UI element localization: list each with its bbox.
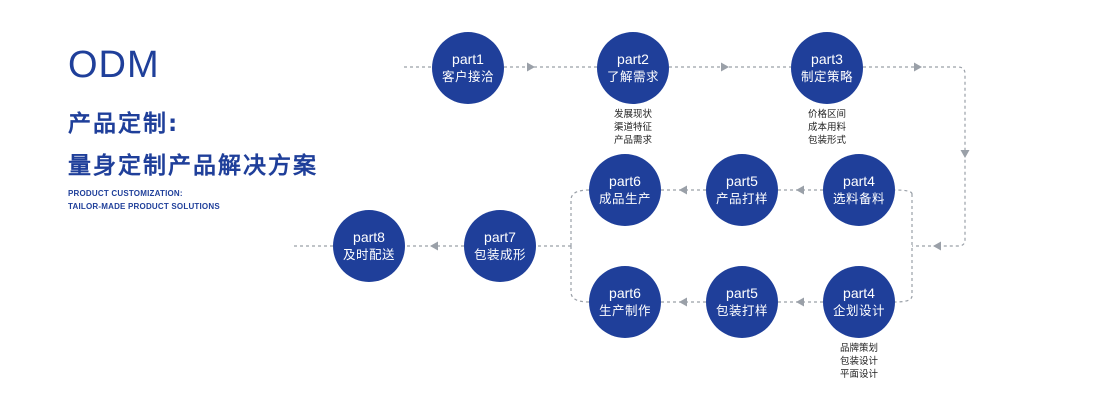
step-node-part2: part2 了解需求: [597, 32, 669, 104]
step-title: 生产制作: [598, 303, 651, 318]
subtitle-line-2: 量身定制产品解决方案: [68, 153, 318, 179]
step-title: 了解需求: [606, 69, 659, 84]
note-item: 渠道特征: [613, 122, 652, 133]
step-part-label: part4: [843, 173, 875, 189]
note-item: 包装形式: [807, 135, 846, 146]
step-title: 包装打样: [715, 303, 768, 318]
arrow-part5b-part6b: [679, 297, 687, 307]
step-title: 及时配送: [342, 247, 395, 262]
page-title: ODM: [68, 44, 160, 86]
step-part-label: part1: [452, 51, 484, 67]
connector-branch-bottom-in: [894, 295, 913, 303]
connector-merge-top: [570, 189, 590, 246]
step-title: 包装成形: [473, 247, 526, 262]
step-node-part6-production: part6 成品生产: [589, 154, 661, 226]
step-part-label: part6: [609, 173, 641, 189]
subtitle-line-1: 产品定制:: [68, 111, 180, 137]
arrow-part4b-part5b: [796, 297, 804, 307]
note-item: 平面设计: [839, 369, 878, 380]
connector-part3-bend: [863, 66, 966, 247]
note-item: 包装设计: [839, 356, 878, 367]
step-part-label: part8: [353, 229, 385, 245]
english-subtitle-line-1: PRODUCT CUSTOMIZATION:: [68, 189, 183, 198]
step-node-part6-manufacture: part6 生产制作: [589, 266, 661, 338]
step-node-part5-sample: part5 产品打样: [706, 154, 778, 226]
arrow-right-down: [960, 150, 970, 158]
note-item: 价格区间: [807, 109, 846, 120]
step-node-part4-material: part4 选料备料: [823, 154, 895, 226]
step-part-label: part7: [484, 229, 516, 245]
note-item: 品牌策划: [839, 343, 878, 354]
english-subtitle-line-2: TAILOR-MADE PRODUCT SOLUTIONS: [68, 202, 220, 211]
step-part-label: part6: [609, 285, 641, 301]
step-node-part1: part1 客户接洽: [432, 32, 504, 104]
step-notes-part2: 发展现状 渠道特征 产品需求: [583, 108, 683, 147]
arrow-part3-out: [914, 62, 922, 72]
note-item: 成本用料: [807, 122, 846, 133]
step-node-part3: part3 制定策略: [791, 32, 863, 104]
step-title: 客户接洽: [441, 69, 494, 84]
arrow-part5a-part6a: [679, 185, 687, 195]
step-title: 成品生产: [598, 191, 651, 206]
arrow-part7-part8: [430, 241, 438, 251]
step-notes-part3: 价格区间 成本用料 包装形式: [777, 108, 877, 147]
step-part-label: part5: [726, 285, 758, 301]
step-title: 选料备料: [832, 191, 885, 206]
step-part-label: part4: [843, 285, 875, 301]
step-title: 制定策略: [800, 69, 853, 84]
note-item: 发展现状: [613, 109, 652, 120]
note-item: 产品需求: [613, 135, 652, 146]
connector-branch-right: [911, 194, 937, 296]
connector-branch-top-in: [894, 189, 913, 195]
step-notes-part4-design: 品牌策划 包装设计 平面设计: [809, 342, 909, 381]
arrow-part4a-part5a: [796, 185, 804, 195]
step-title: 产品打样: [715, 191, 768, 206]
step-title: 企划设计: [832, 303, 885, 318]
step-node-part8: part8 及时配送: [333, 210, 405, 282]
arrow-part2-part3: [721, 62, 729, 72]
step-part-label: part3: [811, 51, 843, 67]
step-node-part4-design: part4 企划设计: [823, 266, 895, 338]
step-node-part7: part7 包装成形: [464, 210, 536, 282]
step-part-label: part2: [617, 51, 649, 67]
step-node-part5-packaging: part5 包装打样: [706, 266, 778, 338]
arrow-part1-part2: [527, 62, 535, 72]
connector-merge-bottom: [570, 246, 590, 303]
step-part-label: part5: [726, 173, 758, 189]
